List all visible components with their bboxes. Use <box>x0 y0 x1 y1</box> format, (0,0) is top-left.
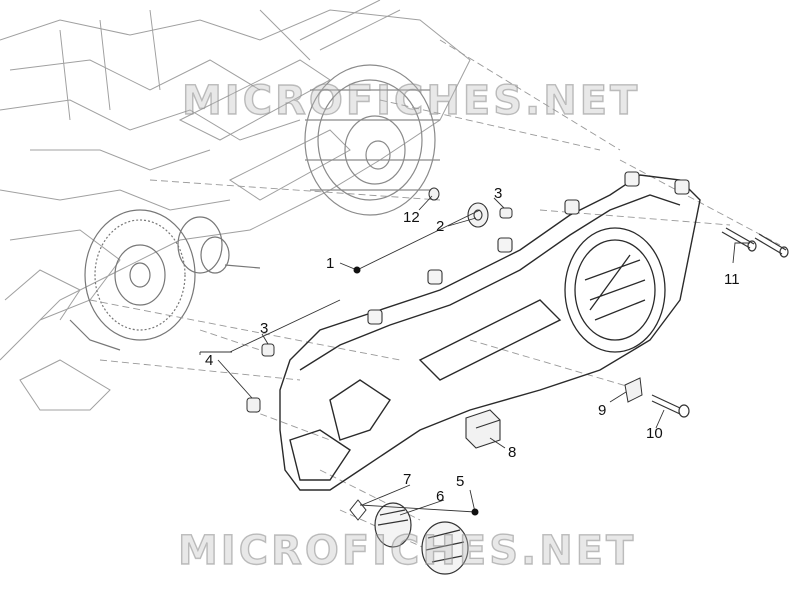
bearing-part-2 <box>467 202 489 228</box>
callout-11: 11 <box>724 271 740 288</box>
cap-part-5 <box>421 521 469 575</box>
callout-2: 2 <box>436 218 445 235</box>
callout-5: 5 <box>456 473 465 490</box>
cover-bosses <box>367 171 690 325</box>
dowel-part-4 <box>246 397 261 413</box>
callout-9: 9 <box>598 402 607 419</box>
screws-part-11 <box>721 227 789 258</box>
washer-part-7 <box>349 499 367 521</box>
watermark-bottom: MICROFICHES.NET <box>177 527 637 574</box>
pulley-large <box>304 64 440 216</box>
callout-1: 1 <box>326 255 335 272</box>
engine-assembly-background <box>0 0 471 411</box>
callout-7: 7 <box>403 471 412 488</box>
callout-6: 6 <box>436 488 445 505</box>
callout-4: 4 <box>205 352 214 369</box>
dowel-part-3-left <box>261 343 275 357</box>
callout-12: 12 <box>403 209 420 226</box>
block-part-8 <box>465 409 501 449</box>
watermark-top: MICROFICHES.NET <box>181 77 641 124</box>
bracket-part-9 <box>624 377 643 403</box>
dowel-part-3-top <box>499 207 513 219</box>
clutch-drive <box>69 209 261 351</box>
callout-3-top: 3 <box>494 185 503 202</box>
callout-10: 10 <box>646 425 663 442</box>
bolt-part-10 <box>651 394 690 418</box>
callout-3-left: 3 <box>260 320 269 337</box>
leader-dots <box>353 266 479 516</box>
callout-8: 8 <box>508 444 517 461</box>
cover-round-panel <box>564 227 666 353</box>
leader-lines <box>199 195 750 516</box>
transmission-cover <box>279 174 701 491</box>
